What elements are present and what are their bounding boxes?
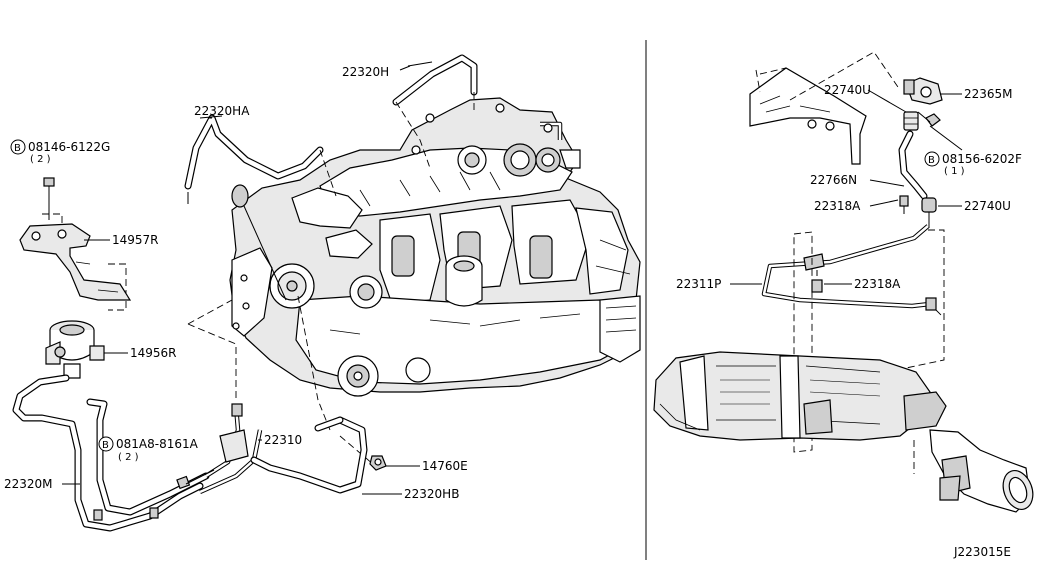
label-22320HA: 22320HA (194, 104, 250, 118)
label-22320H: 22320H (342, 65, 389, 79)
label-08156-6202F: 08156-6202F (942, 152, 1022, 166)
clip-22318A-lower (811, 270, 823, 293)
label-14760E: 14760E (422, 459, 468, 473)
hose-22320M (12, 374, 210, 532)
label-22365M: 22365M (964, 87, 1013, 101)
bracket-14957R (19, 223, 132, 301)
label-22318A-right: 22318A (854, 277, 901, 291)
clip-14760E (369, 455, 387, 471)
connector-22740U-lower (921, 197, 937, 228)
connector-22740U-top (903, 111, 919, 131)
bolt-marker: B (102, 440, 109, 451)
tube-22311P (761, 224, 937, 311)
leader-lines (62, 65, 963, 495)
bolt-callout-08146-6122G: B 08146-6122G ( 2 ) (10, 139, 110, 165)
label-14957R: 14957R (112, 233, 159, 247)
label-22766N: 22766N (810, 173, 857, 187)
label-22310: 22310 (264, 433, 302, 447)
tube-22310 (199, 403, 263, 495)
label-08146-qty: ( 2 ) (30, 154, 51, 165)
hose-22766N (898, 130, 928, 200)
label-081A8-qty: ( 2 ) (118, 452, 139, 463)
bolt-08156-6202F (917, 111, 941, 127)
engine-assembly-illustration (229, 97, 641, 397)
label-22311P: 22311P (676, 277, 721, 291)
bolt-081A8-8161A (176, 469, 215, 490)
sensor-22365M (903, 77, 962, 105)
label-22740U-top: 22740U (824, 83, 871, 97)
bolt-callout-081A8-8161A: B 081A8-8161A ( 2 ) (98, 436, 199, 463)
bolt-marker: B (928, 155, 935, 166)
label-08156-qty: ( 1 ) (944, 166, 965, 177)
label-22320HB: 22320HB (404, 487, 459, 501)
hose-22320HA (184, 114, 324, 204)
bracket-upper-right (749, 51, 901, 165)
diagram-code: J223015E (953, 545, 1011, 559)
bolt-marker: B (14, 143, 21, 154)
hose-22320H (392, 54, 478, 106)
hose-22320HB (250, 416, 368, 494)
label-14956R: 14956R (130, 346, 177, 360)
label-22318A-top: 22318A (814, 199, 861, 213)
exhaust-converter-assembly (653, 351, 1034, 513)
label-22740U-right: 22740U (964, 199, 1011, 213)
clip-22318A-upper (899, 195, 909, 214)
label-081A8-8161A: 081A8-8161A (116, 437, 199, 451)
bolt-08146-6122G (43, 177, 55, 220)
label-22320M: 22320M (4, 477, 53, 491)
label-08146-6122G: 08146-6122G (28, 140, 110, 154)
bolt-callout-08156-6202F: B 08156-6202F ( 1 ) (924, 151, 1022, 177)
valve-14956R (45, 320, 105, 379)
